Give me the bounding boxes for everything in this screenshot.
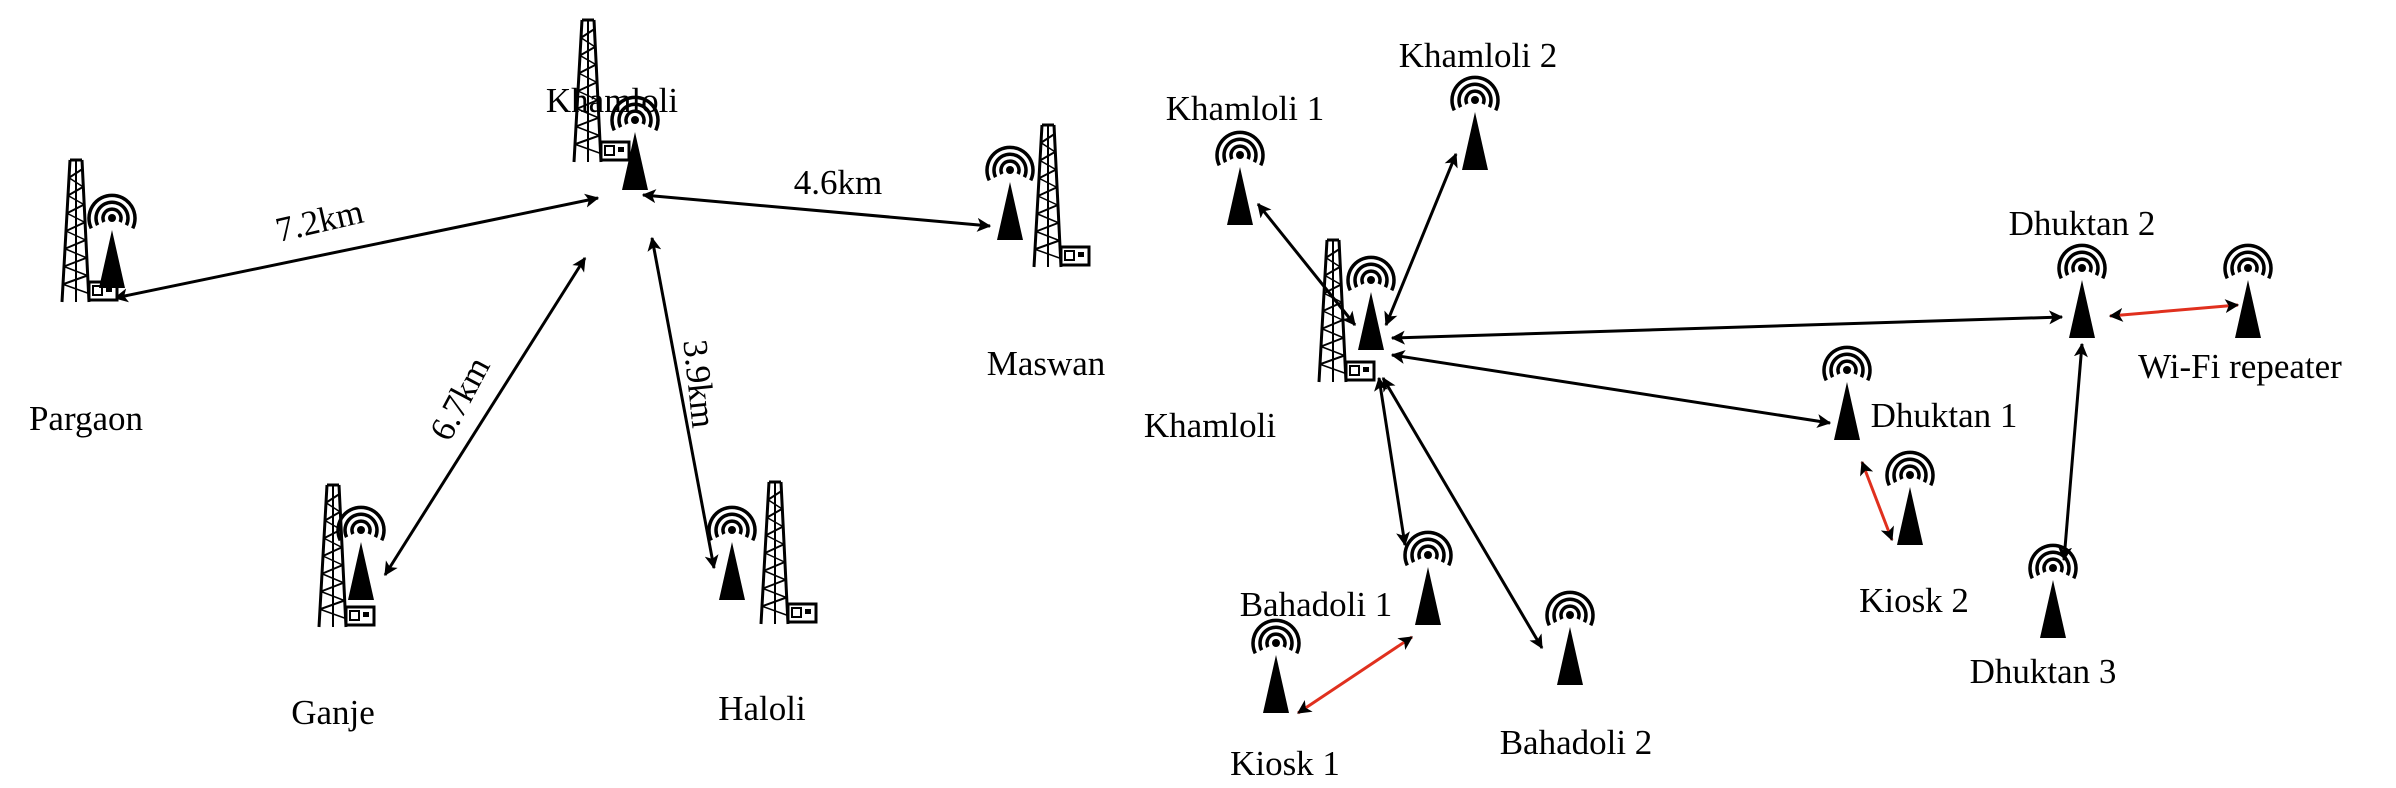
link-right-khamloli-dhuktan2 xyxy=(1390,310,2064,345)
link-right-dhuktan1-kiosk2 xyxy=(1860,460,1894,542)
node-label-dhuktan3: Dhuktan 3 xyxy=(1970,652,2117,691)
link-right-dhuktan2-wifi xyxy=(2108,299,2240,322)
tower-icon-left-maswan xyxy=(1032,123,1091,268)
antenna-icon-right-khamloli xyxy=(1346,255,1396,350)
link-right-khamloli-khamloli1 xyxy=(1256,203,1357,326)
link-right-bahadoli1-kiosk1 xyxy=(1297,635,1413,715)
node-label-maswan: Maswan xyxy=(987,344,1106,383)
node-label-haloli: Haloli xyxy=(718,689,806,728)
tower-icon-left-ganje xyxy=(317,483,376,628)
node-label-bahadoli1: Bahadoli 1 xyxy=(1240,585,1393,624)
tower-icon-left-haloli xyxy=(759,480,818,625)
node-label-khamloli2: Khamloli 2 xyxy=(1399,36,1557,75)
antenna-icon-right-kiosk2 xyxy=(1885,450,1935,545)
distance-label-ganje: 6.7km xyxy=(422,350,498,446)
node-label-wifi-repeater: Wi-Fi repeater xyxy=(2138,347,2342,386)
antenna-icon-left-pargaon xyxy=(87,193,137,288)
node-label-left-khamloli: Khamloli xyxy=(546,81,678,120)
antenna-icon-right-bahadoli1 xyxy=(1403,530,1453,625)
link-left-khamloli-maswan xyxy=(641,189,992,232)
node-label-pargaon: Pargaon xyxy=(29,399,143,438)
network-nodes xyxy=(60,18,2273,713)
left-network-links xyxy=(113,189,992,576)
link-left-khamloli-haloli xyxy=(647,236,719,570)
link-right-khamloli-khamloli2 xyxy=(1384,152,1458,327)
node-label-ganje: Ganje xyxy=(291,693,375,732)
antenna-icon-left-maswan xyxy=(985,145,1035,240)
node-label-khamloli1: Khamloli 1 xyxy=(1166,89,1324,128)
link-left-khamloli-pargaon xyxy=(113,193,600,303)
antenna-icon-right-dhuktan3 xyxy=(2028,543,2078,638)
antenna-icon-left-haloli xyxy=(707,505,757,600)
link-right-khamloli-dhuktan1 xyxy=(1390,350,1832,428)
antenna-icon-right-bahadoli2 xyxy=(1545,590,1595,685)
node-label-dhuktan2: Dhuktan 2 xyxy=(2009,204,2156,243)
node-label-bahadoli2: Bahadoli 2 xyxy=(1500,723,1653,762)
antenna-icon-right-khamloli2 xyxy=(1450,75,1500,170)
tower-icon-left-khamloli xyxy=(572,18,631,163)
link-left-khamloli-ganje xyxy=(383,257,587,576)
node-label-kiosk1: Kiosk 1 xyxy=(1230,744,1340,783)
right-network-links xyxy=(1256,152,2240,715)
link-right-khamloli-bahadoli1 xyxy=(1374,376,1410,547)
distance-label-maswan: 4.6km xyxy=(794,163,882,202)
antenna-icon-right-dhuktan2 xyxy=(2057,243,2107,338)
antenna-icon-right-kiosk1 xyxy=(1251,618,1301,713)
antenna-icon-left-khamloli xyxy=(610,95,660,190)
node-label-right-khamloli: Khamloli xyxy=(1144,406,1276,445)
distance-label-haloli: 3.9km xyxy=(675,338,723,430)
node-label-dhuktan1: Dhuktan 1 xyxy=(1871,396,2018,435)
antenna-icon-right-dhuktan1 xyxy=(1822,345,1872,440)
node-label-kiosk2: Kiosk 2 xyxy=(1859,581,1969,620)
antenna-icon-left-ganje xyxy=(336,505,386,600)
link-right-khamloli-bahadoli2 xyxy=(1381,376,1544,650)
tower-icon-right-khamloli xyxy=(1317,238,1376,383)
antenna-icon-right-khamloli1 xyxy=(1215,130,1265,225)
link-right-dhuktan2-dhuktan3 xyxy=(2058,342,2088,562)
antenna-icon-right-wifi xyxy=(2223,243,2273,338)
distance-label-pargaon: 7.2km xyxy=(272,192,367,250)
